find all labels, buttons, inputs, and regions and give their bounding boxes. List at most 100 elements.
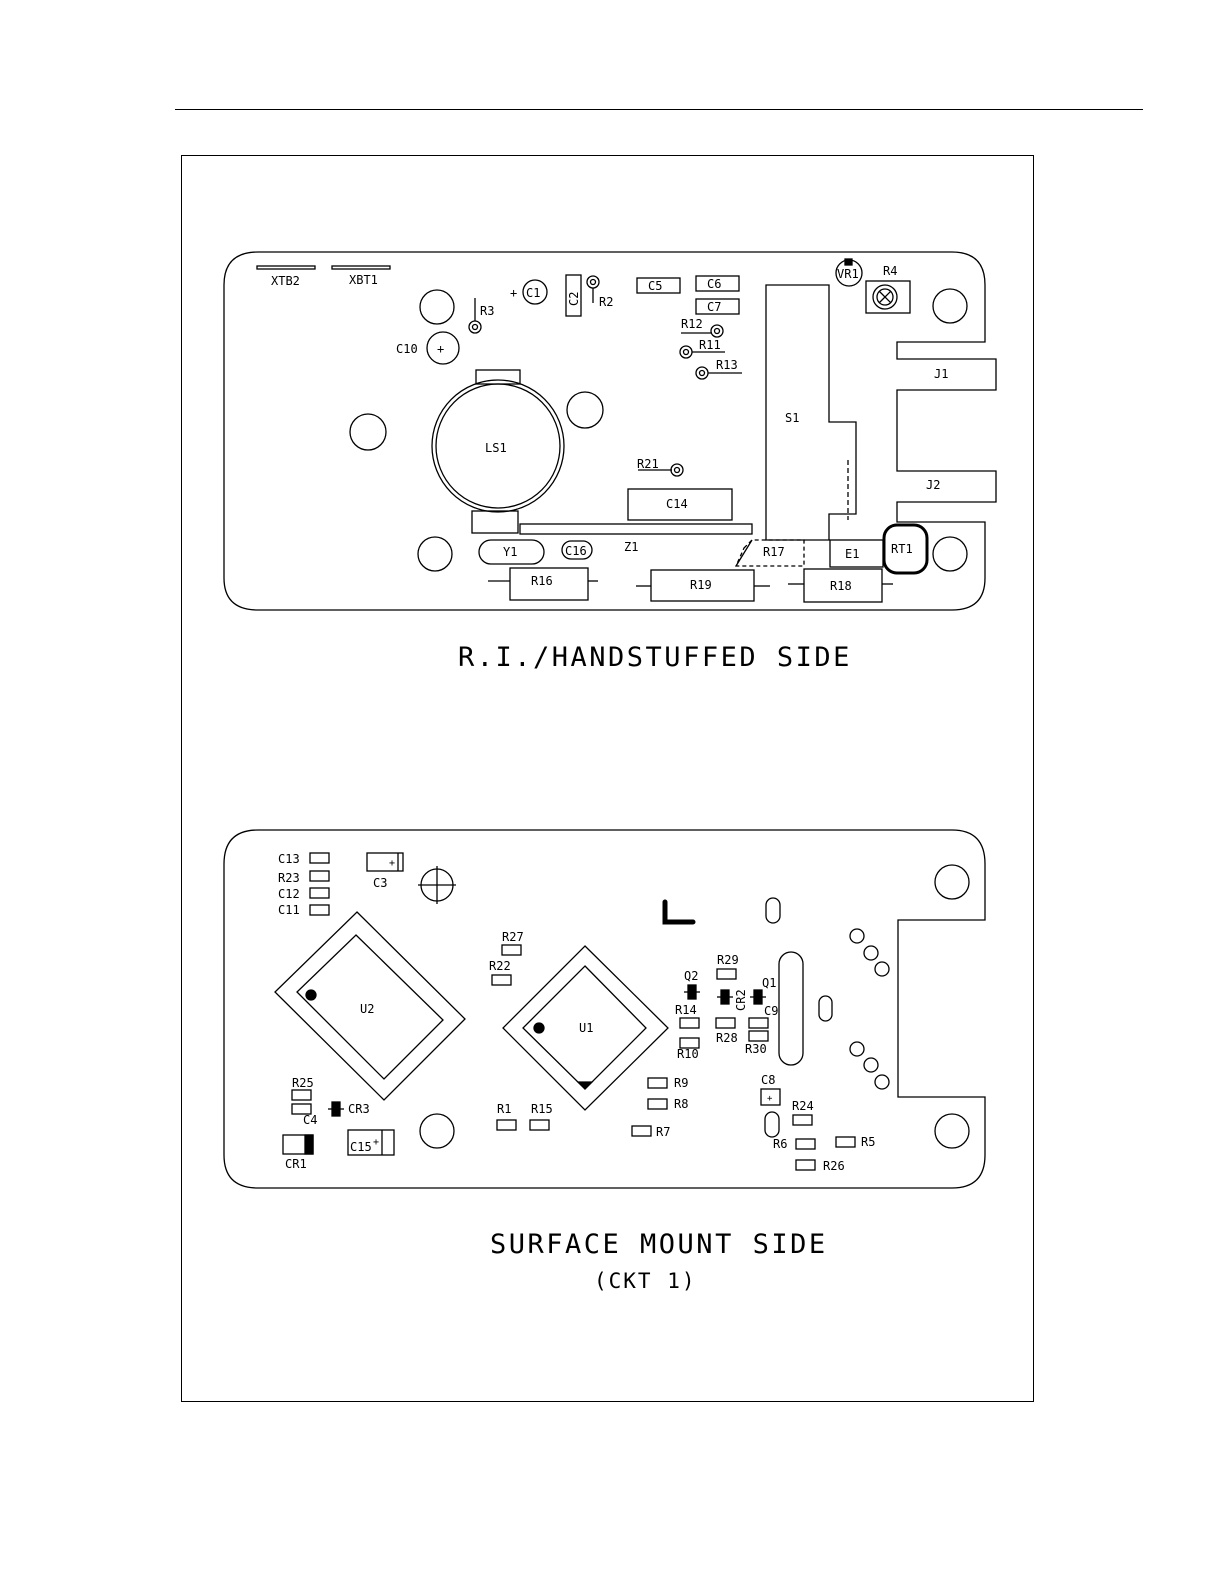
xbt1-pad <box>332 266 390 269</box>
z1-outline <box>520 524 752 534</box>
label-r10: R10 <box>677 1047 699 1061</box>
label-xbt1: XBT1 <box>349 273 378 287</box>
label-c15: C15 <box>350 1140 372 1154</box>
mounting-hole-top-3 <box>567 392 603 428</box>
label-r26: R26 <box>823 1159 845 1173</box>
mounting-hole-top-4 <box>418 537 452 571</box>
c13-pad <box>310 853 329 863</box>
r11-pad <box>680 346 692 358</box>
label-c5: C5 <box>648 279 662 293</box>
u1-pin1 <box>534 1023 544 1033</box>
r24-pad <box>793 1115 812 1125</box>
label-c6: C6 <box>707 277 721 291</box>
r17-diag <box>736 540 752 566</box>
r15-pad <box>530 1120 549 1130</box>
label-c14: C14 <box>666 497 688 511</box>
label-r9: R9 <box>674 1076 688 1090</box>
slot-long <box>779 952 803 1065</box>
label-r5: R5 <box>861 1135 875 1149</box>
label-r22: R22 <box>489 959 511 973</box>
label-rt1: RT1 <box>891 542 913 556</box>
label-q1: Q1 <box>762 976 776 990</box>
mounting-hole-top-6 <box>933 537 967 571</box>
slot-2 <box>819 996 832 1021</box>
r2-pad <box>587 276 599 288</box>
r26-pad <box>796 1160 815 1170</box>
label-r4: R4 <box>883 264 897 278</box>
label-r11: R11 <box>699 338 721 352</box>
label-r13: R13 <box>716 358 738 372</box>
ls1-tab-bottom <box>472 511 518 533</box>
label-c13: C13 <box>278 852 300 866</box>
label-c3-pol: + <box>389 858 395 869</box>
board-bottom-surface-mount: C13 R23 C12 C11 + C3 U2 U1 R27 R22 R29 Q… <box>224 830 985 1188</box>
mounting-hole-top-1 <box>420 290 454 324</box>
r28-pad <box>716 1018 735 1028</box>
label-c16: C16 <box>565 544 587 558</box>
u2-pin1 <box>306 990 316 1000</box>
l-mark <box>665 902 693 922</box>
caption-bottom: SURFACE MOUNT SIDE <box>490 1229 828 1260</box>
r29-pad <box>717 969 736 979</box>
mounting-hole-top-2 <box>350 414 386 450</box>
c9-pad <box>749 1018 768 1028</box>
j2-body <box>848 460 896 505</box>
r21-pad <box>671 464 683 476</box>
mounting-hole-bottom-1 <box>935 865 969 899</box>
label-c8-pol: + <box>767 1094 773 1104</box>
r27-pad <box>502 945 521 955</box>
label-r17: R17 <box>763 545 785 559</box>
s1-outline <box>766 285 856 540</box>
slot-1 <box>766 898 780 923</box>
label-j2: J2 <box>926 478 940 492</box>
label-u2: U2 <box>360 1002 374 1016</box>
via-3 <box>875 962 889 976</box>
r8-pad <box>648 1099 667 1109</box>
r3-pad <box>469 321 481 333</box>
via-2 <box>864 946 878 960</box>
label-r24: R24 <box>792 1099 814 1113</box>
label-r2: R2 <box>599 295 613 309</box>
mounting-hole-bottom-3 <box>420 1114 454 1148</box>
r11-hole <box>684 350 689 355</box>
label-r21: R21 <box>637 457 659 471</box>
r21-hole <box>675 468 680 473</box>
label-r3: R3 <box>480 304 494 318</box>
c11-pad <box>310 905 329 915</box>
label-r25: R25 <box>292 1076 314 1090</box>
board-top-handstuffed: XTB2 XBT1 + C1 C2 R2 R3 + C10 C5 C6 C7 <box>224 252 996 610</box>
label-c2: C2 <box>567 292 581 306</box>
label-r14: R14 <box>675 1003 697 1017</box>
via-4 <box>850 1042 864 1056</box>
mounting-hole-bottom-2 <box>935 1114 969 1148</box>
label-c1: C1 <box>526 286 540 300</box>
label-r12: R12 <box>681 317 703 331</box>
label-c15-pol: + <box>373 1137 379 1148</box>
r2-hole <box>591 280 596 285</box>
label-c1-pol: + <box>510 286 517 300</box>
label-r16: R16 <box>531 574 553 588</box>
label-r18: R18 <box>830 579 852 593</box>
label-r30: R30 <box>745 1042 767 1056</box>
u1-notch <box>578 1082 592 1089</box>
r7-pad <box>632 1126 651 1136</box>
r5-pad <box>836 1137 855 1147</box>
r12-pad <box>711 325 723 337</box>
c12-pad <box>310 888 329 898</box>
r13-pad <box>696 367 708 379</box>
label-vr1: VR1 <box>837 267 859 281</box>
label-ls1: LS1 <box>485 441 507 455</box>
r23-pad <box>310 871 329 881</box>
label-r23: R23 <box>278 871 300 885</box>
c9b-pad <box>749 1031 768 1041</box>
r12-hole <box>715 329 720 334</box>
label-c10-pol: + <box>437 342 444 356</box>
via-1 <box>850 929 864 943</box>
via-6 <box>875 1075 889 1089</box>
r13-hole <box>700 371 705 376</box>
label-cr3: CR3 <box>348 1102 370 1116</box>
r25-pad <box>292 1090 311 1100</box>
label-c8: C8 <box>761 1073 775 1087</box>
label-c3: C3 <box>373 876 387 890</box>
label-r15: R15 <box>531 1102 553 1116</box>
